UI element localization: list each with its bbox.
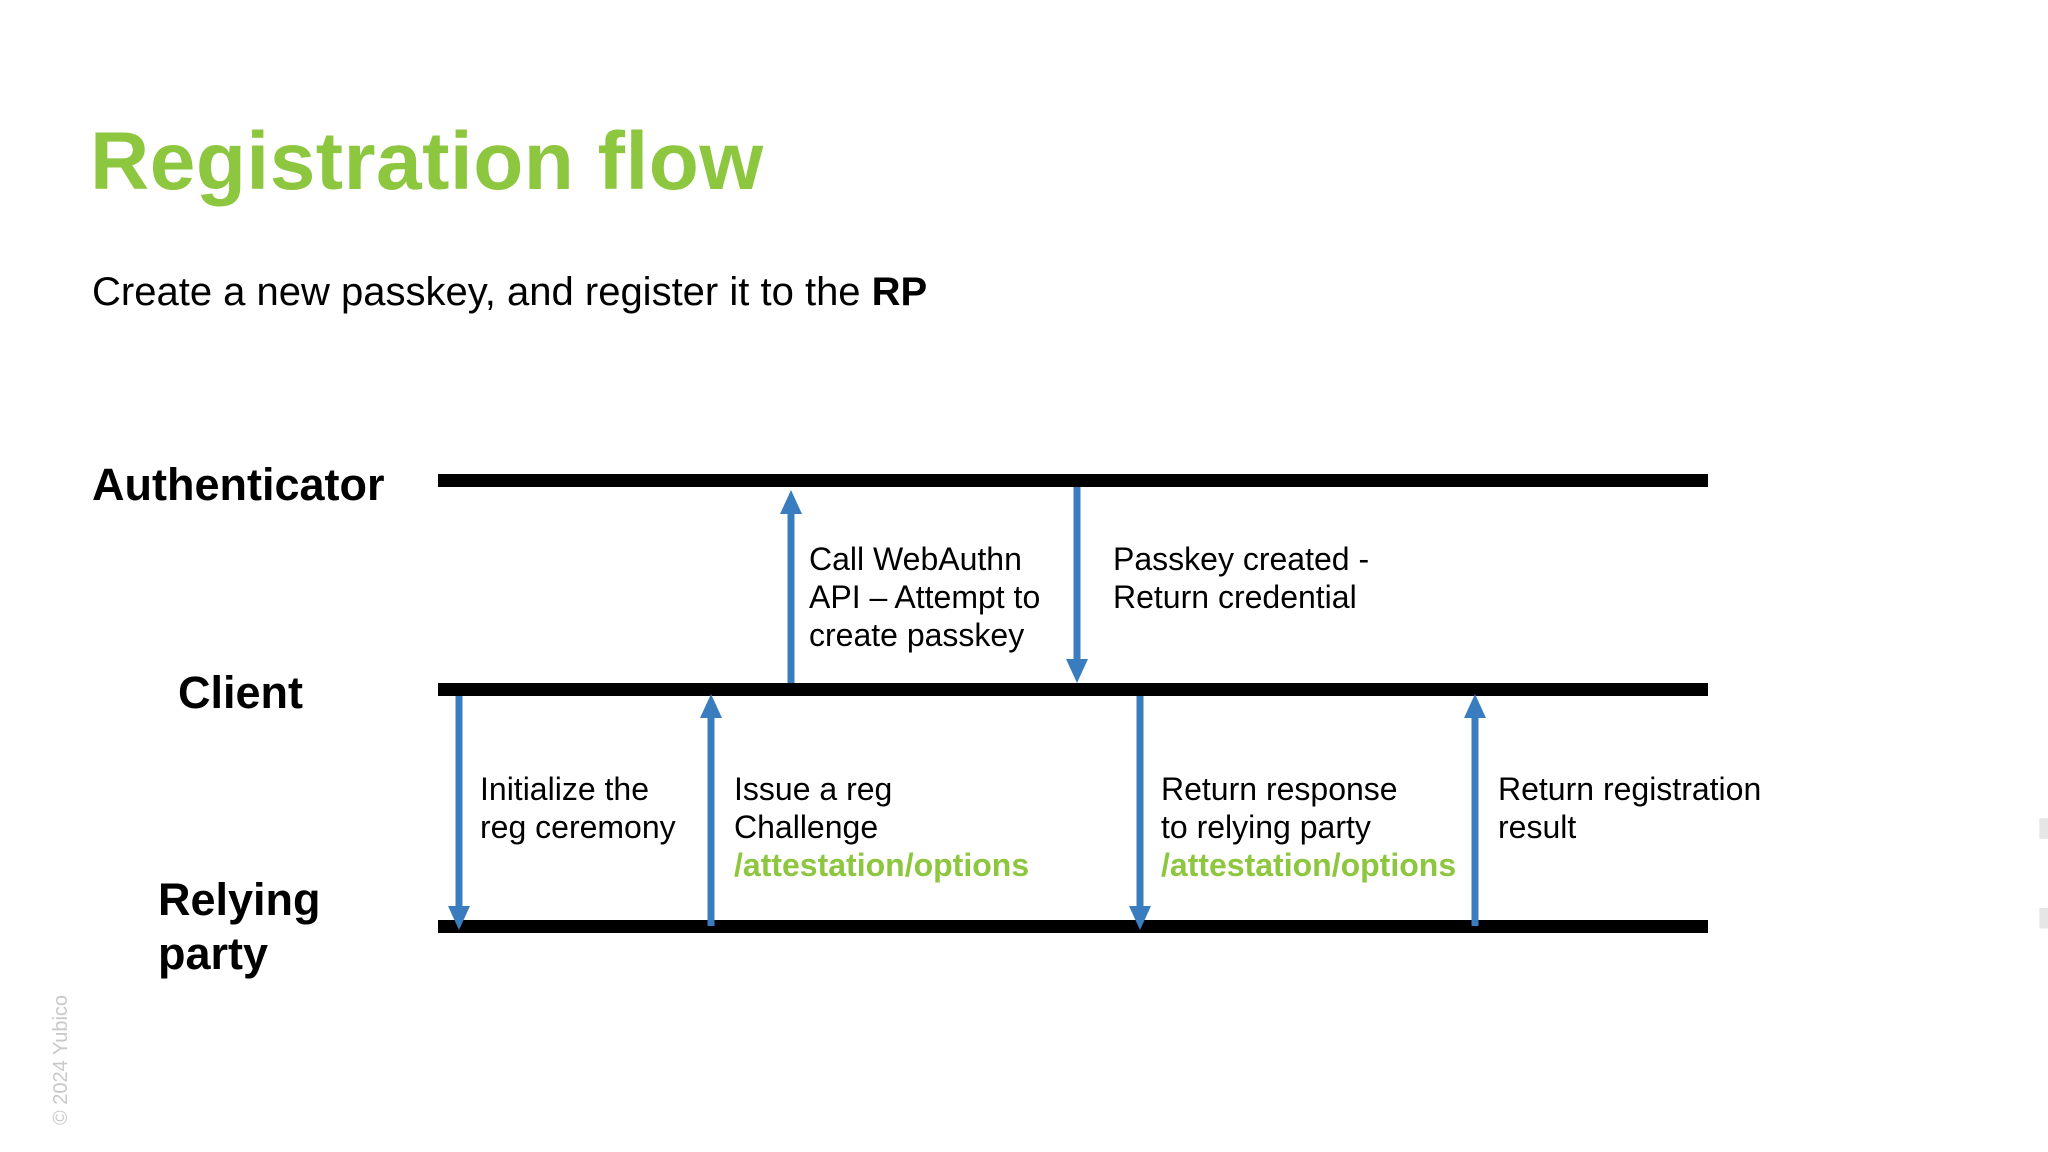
arrow-head <box>1066 659 1088 683</box>
arrow-return-response <box>1120 696 1160 930</box>
arrow-passkey-created <box>1057 487 1097 683</box>
slide-subtitle: Create a new passkey, and register it to… <box>92 270 927 315</box>
lane-line-client <box>438 683 1708 696</box>
arrow-call-webauthn <box>771 490 811 683</box>
slide-title: Registration flow <box>90 116 764 207</box>
arrow-head <box>780 490 802 514</box>
step-text: Call WebAuthn API – Attempt to create pa… <box>809 541 1041 653</box>
lane-label-authenticator: Authenticator <box>92 459 385 510</box>
yubico-watermark-logo: yubico <box>2012 638 2048 1110</box>
lane-label-client: Client <box>178 667 304 718</box>
subtitle-bold-rp: RP <box>871 270 928 314</box>
arrow-initialize-reg <box>439 696 479 930</box>
arrow-graphic <box>780 490 802 683</box>
copyright-notice: © 2024 Yubico <box>50 994 72 1125</box>
step-return-result: Return registration result <box>1498 770 1761 846</box>
lane-line-relying-party <box>438 920 1708 933</box>
arrow-graphic <box>1464 694 1486 926</box>
arrow-issue-challenge <box>691 694 731 926</box>
arrow-graphic <box>1129 696 1151 930</box>
arrow-head <box>1464 694 1486 718</box>
arrow-graphic <box>448 696 470 930</box>
arrow-graphic <box>700 694 722 926</box>
arrow-shaft <box>1471 716 1479 926</box>
endpoint-path: /attestation/options <box>1161 847 1457 883</box>
step-text: Return registration result <box>1498 771 1762 845</box>
arrow-shaft <box>455 696 463 908</box>
arrow-shaft <box>707 716 715 926</box>
step-text: Return response to relying party <box>1161 771 1398 845</box>
step-return-response: Return response to relying party/attesta… <box>1161 770 1456 884</box>
step-issue-challenge: Issue a reg Challenge/attestation/option… <box>734 770 1029 884</box>
arrow-shaft <box>787 512 795 683</box>
lane-line-authenticator <box>438 474 1708 487</box>
arrow-shaft <box>1136 696 1144 908</box>
step-text: Initialize the reg ceremony <box>480 771 676 845</box>
arrow-graphic <box>1066 487 1088 683</box>
step-initialize-reg: Initialize the reg ceremony <box>480 770 676 846</box>
step-call-webauthn: Call WebAuthn API – Attempt to create pa… <box>809 540 1040 654</box>
subtitle-text: Create a new passkey, and register it to… <box>92 270 872 314</box>
endpoint-path: /attestation/options <box>734 847 1030 883</box>
step-text: Issue a reg Challenge <box>734 771 893 845</box>
arrow-head <box>700 694 722 718</box>
arrow-head <box>448 906 470 930</box>
step-passkey-created: Passkey created - Return credential <box>1113 540 1369 616</box>
lane-label-relying-party: Relying party <box>158 874 321 979</box>
arrow-return-result <box>1455 694 1495 926</box>
arrow-head <box>1129 906 1151 930</box>
arrow-shaft <box>1073 487 1081 661</box>
step-text: Passkey created - Return credential <box>1113 541 1370 615</box>
